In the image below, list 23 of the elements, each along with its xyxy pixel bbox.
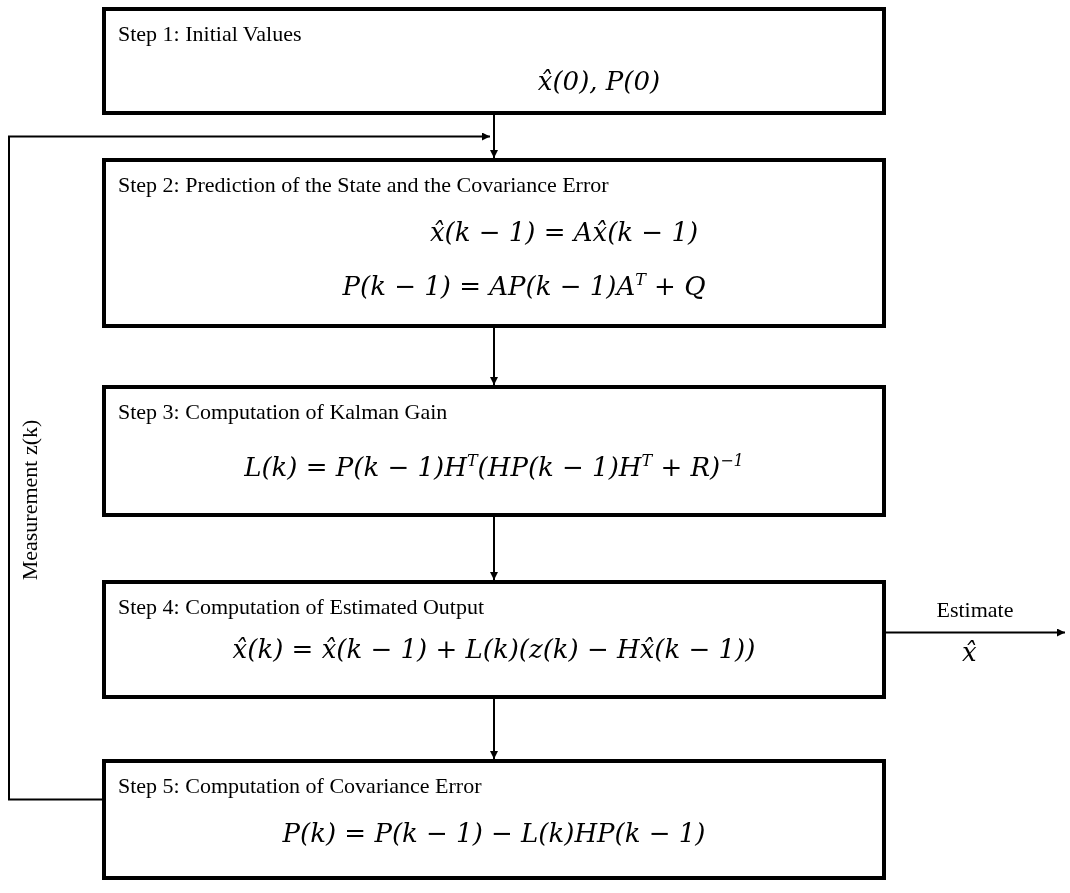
equation: L(k) = P(k − 1)H$^{T}$(HP(k − 1)H$^{T}$ + R)$^{−1}$ bbox=[244, 451, 744, 482]
step-heading: Step 2: Prediction of the State and the Covariance Error bbox=[118, 172, 609, 198]
arrow bbox=[490, 114, 498, 159]
process-box bbox=[102, 7, 886, 115]
process-box bbox=[102, 158, 886, 328]
process-box bbox=[102, 759, 886, 880]
process-box bbox=[102, 580, 886, 699]
arrow bbox=[885, 628, 1066, 637]
estimate-symbol: x̂ bbox=[962, 637, 977, 667]
step-heading: Step 1: Initial Values bbox=[118, 21, 302, 47]
step-heading: Step 5: Computation of Covariance Error bbox=[118, 773, 482, 799]
equation: x̂(0), P(0) bbox=[537, 66, 661, 96]
equation: P(k − 1) = AP(k − 1)A$^{T}$ + Q bbox=[342, 270, 706, 301]
process-box bbox=[102, 385, 886, 517]
arrow bbox=[490, 698, 498, 760]
step-heading: Step 3: Computation of Kalman Gain bbox=[118, 399, 448, 425]
equation: P(k) = P(k − 1) − L(k)HP(k − 1) bbox=[282, 818, 706, 848]
arrow bbox=[8, 132, 491, 801]
step-heading: Step 4: Computation of Estimated Output bbox=[118, 594, 485, 620]
equation: x̂(k) = x̂(k − 1) + L(k)(z(k) − Hx̂(k − 1)) bbox=[232, 634, 756, 664]
arrow bbox=[490, 516, 498, 581]
equation: x̂(k − 1) = Ax̂(k − 1) bbox=[429, 217, 699, 247]
arrow bbox=[490, 327, 498, 386]
